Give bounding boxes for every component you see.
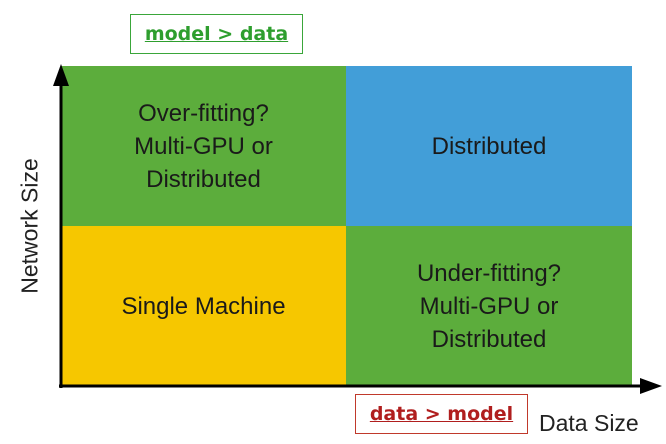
model-greater-than-data-text: model > data: [144, 23, 289, 45]
y-axis-label: Network Size: [16, 158, 43, 294]
quadrant-distributed-label: Distributed: [431, 132, 547, 160]
model-greater-than-data-tag: model > data: [130, 14, 303, 54]
quadrant-overfitting-label: Over-fitting? Multi-GPU or Distributed: [134, 99, 273, 193]
quadrant-single-machine: Single Machine: [61, 226, 346, 386]
data-greater-than-model-tag: data > model: [355, 394, 528, 434]
quadrant-overfitting: Over-fitting? Multi-GPU or Distributed: [61, 66, 346, 226]
data-greater-than-model-text: data > model: [369, 403, 514, 425]
x-axis-arrow-icon: [640, 378, 662, 394]
quadrant-single-machine-label: Single Machine: [121, 292, 286, 320]
quadrant-underfitting-label: Under-fitting? Multi-GPU or Distributed: [416, 259, 562, 353]
quadrant-distributed: Distributed: [346, 66, 632, 226]
quadrant-underfitting: Under-fitting? Multi-GPU or Distributed: [346, 226, 632, 386]
x-axis-label: Data Size: [539, 410, 639, 436]
